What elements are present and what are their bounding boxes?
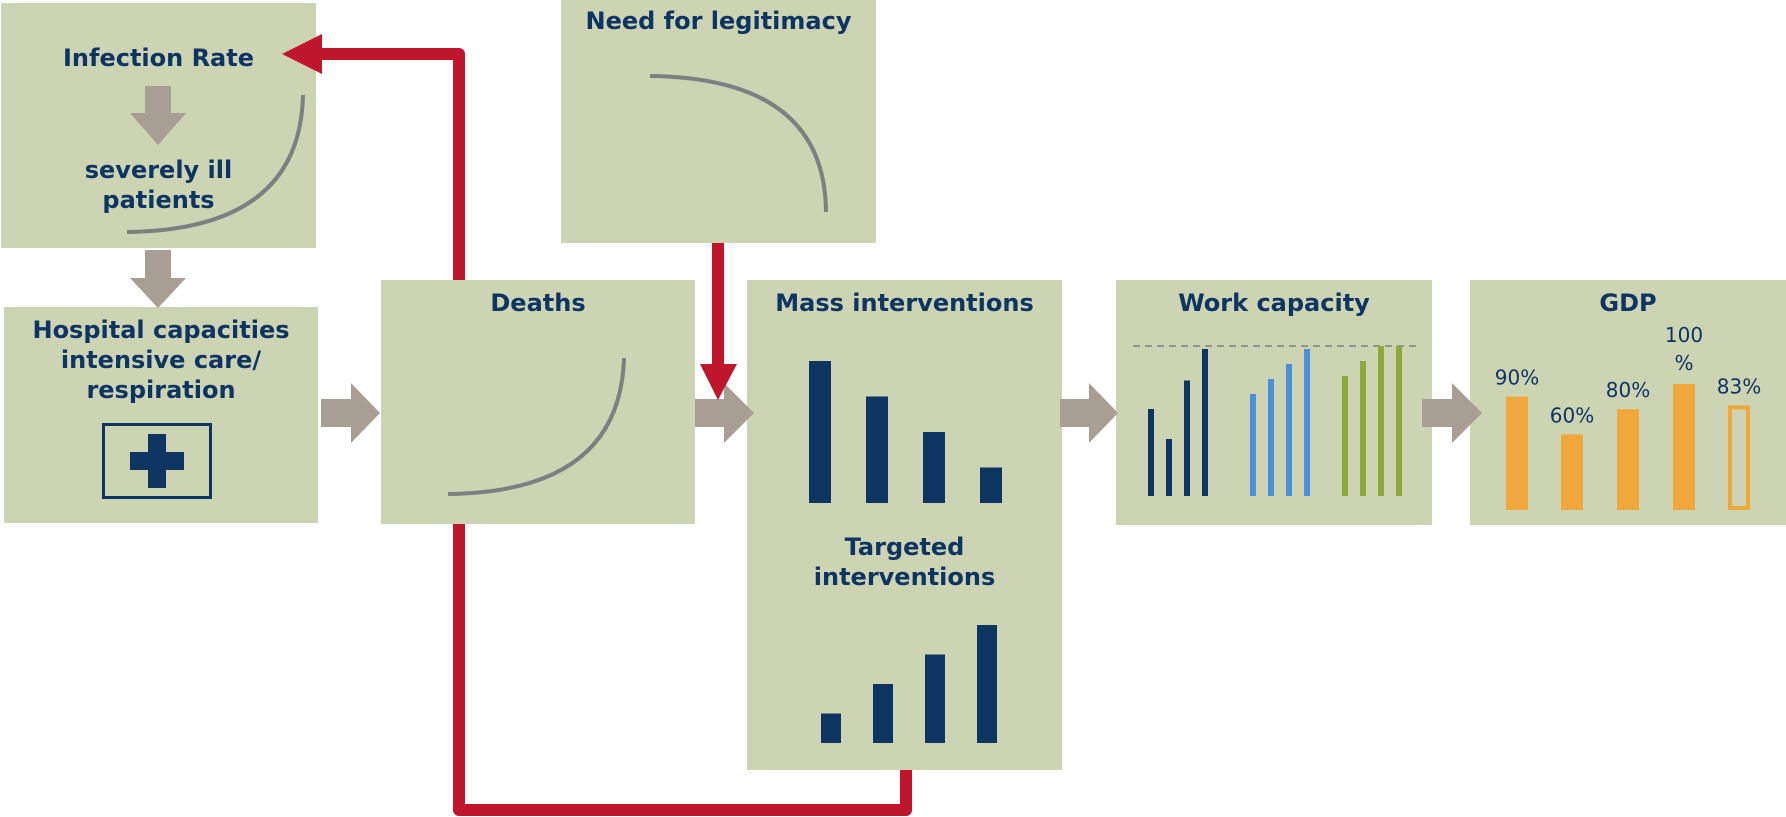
- gdp-bar-label: 90%: [1495, 366, 1539, 390]
- infection-curve: [126, 94, 305, 234]
- gdp-bar-label: 83%: [1717, 374, 1761, 398]
- feedback-arrowhead-mass: [700, 364, 737, 400]
- gdp-title: GDP: [1599, 289, 1657, 317]
- gdp-bar: [1617, 409, 1639, 510]
- gdp-bar: [1561, 434, 1583, 510]
- work-bar: [1304, 349, 1310, 496]
- work-bar: [1166, 439, 1172, 496]
- feedback-line-deaths-to-infection: [320, 48, 465, 280]
- gdp-bar-label: %: [1674, 351, 1693, 375]
- gdp-bar-outline: [1728, 405, 1750, 511]
- mass-interventions-chart: [809, 361, 1002, 503]
- flow-arrow-to-hospital: [130, 250, 186, 308]
- feedback-line-deaths-to-targeted: [453, 524, 912, 816]
- targeted-bar: [873, 684, 893, 743]
- deaths-curve: [447, 357, 626, 496]
- work-capacity-title: Work capacity: [1178, 289, 1370, 317]
- gdp-bar: [1506, 396, 1528, 510]
- work-bar: [1342, 376, 1348, 496]
- hospital-capacities-box: Hospital capacities intensive care/ resp…: [4, 307, 318, 523]
- work-bar: [1396, 346, 1402, 496]
- flow-arrow-hospital-to-deaths: [321, 383, 380, 443]
- need-for-legitimacy-box: Need for legitimacy: [561, 0, 876, 243]
- work-capacity-chart: [1148, 346, 1402, 496]
- work-bar: [1184, 380, 1190, 496]
- infection-rate-box: Infection Rate severely ill patients: [1, 3, 316, 248]
- targeted-interventions-chart: [821, 625, 997, 743]
- targeted-bar: [977, 625, 997, 743]
- targeted-bar: [821, 713, 841, 743]
- gdp-bar-label: 80%: [1606, 378, 1650, 402]
- mass-interventions-title: Mass interventions: [775, 289, 1034, 317]
- deaths-title: Deaths: [490, 289, 586, 317]
- work-bar: [1202, 349, 1208, 496]
- flow-arrow-deaths-to-interventions: [695, 383, 754, 443]
- mass-bar: [923, 432, 945, 503]
- interventions-box: Mass interventions Targeted intervention…: [747, 280, 1062, 770]
- deaths-box: Deaths: [381, 280, 695, 524]
- gdp-bar: [1673, 384, 1695, 510]
- mass-bar: [809, 361, 831, 503]
- work-bar: [1286, 364, 1292, 496]
- work-bar: [1360, 361, 1366, 496]
- infection-rate-title: Infection Rate: [62, 44, 254, 72]
- severely-ill-patients-label: severely ill patients: [84, 156, 233, 214]
- gdp-bar-label: 100: [1665, 323, 1703, 347]
- legitimacy-curve: [649, 74, 828, 213]
- hospital-capacities-title: Hospital capacities intensive care/ resp…: [32, 316, 290, 404]
- medical-cross-icon: [102, 423, 212, 499]
- work-bar: [1378, 346, 1384, 496]
- work-bar: [1268, 379, 1274, 496]
- gdp-bar-label: 60%: [1550, 403, 1594, 427]
- work-bar: [1148, 409, 1154, 496]
- flow-arrow-infection-down: [130, 86, 186, 145]
- gdp-chart: 90% 60% 80% 100% 83%: [1495, 323, 1761, 511]
- flow-arrow-interventions-to-work: [1060, 383, 1118, 443]
- flow-arrow-work-to-gdp: [1422, 383, 1482, 443]
- targeted-interventions-title: Targeted interventions: [813, 533, 996, 591]
- feedback-arrowhead-infection: [282, 34, 322, 74]
- mass-bar: [866, 396, 888, 503]
- mass-bar: [980, 467, 1002, 503]
- need-for-legitimacy-title: Need for legitimacy: [585, 7, 852, 35]
- targeted-bar: [925, 654, 945, 743]
- work-bar: [1250, 394, 1256, 496]
